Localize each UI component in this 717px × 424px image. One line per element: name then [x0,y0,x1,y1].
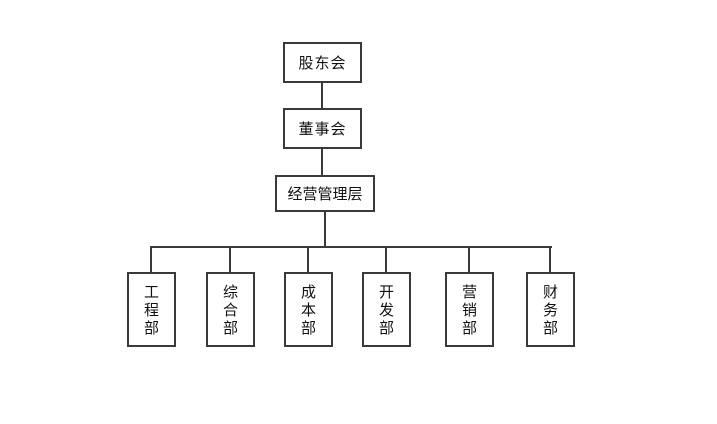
connector-board-management [321,149,323,175]
node-management[interactable]: 经营管理层 [275,175,375,212]
node-management-label: 经营管理层 [287,185,363,203]
node-board-label: 董事会 [298,120,347,138]
node-department-engineering[interactable]: 工 程 部 [127,272,176,347]
char: 合 [222,300,238,319]
char: 部 [378,319,394,338]
char: 本 [300,300,316,319]
connector-management-bus [324,212,326,247]
char: 发 [378,300,394,319]
connector-horizontal-bus [151,246,552,248]
node-department-development[interactable]: 开 发 部 [362,272,411,347]
node-board[interactable]: 董事会 [283,108,362,149]
connector-drop-marketing [468,246,470,272]
node-department-finance-label: 财 务 部 [543,283,558,338]
char: 务 [542,300,558,319]
char: 部 [143,319,159,338]
connector-drop-engineering [150,246,152,272]
node-department-general-affairs[interactable]: 综 合 部 [206,272,255,347]
node-department-development-label: 开 发 部 [379,283,394,338]
char: 部 [300,319,316,338]
connector-drop-development [385,246,387,272]
connector-drop-cost [307,246,309,272]
node-shareholders-label: 股东会 [298,54,347,72]
char: 工 [143,282,159,301]
node-department-marketing[interactable]: 营 销 部 [445,272,494,347]
char: 部 [461,319,477,338]
char: 程 [143,300,159,319]
connector-shareholders-board [321,83,323,108]
char: 部 [542,319,558,338]
char: 成 [300,282,316,301]
node-department-general-affairs-label: 综 合 部 [223,283,238,338]
char: 综 [222,282,238,301]
connector-drop-general-affairs [229,246,231,272]
node-department-cost[interactable]: 成 本 部 [284,272,333,347]
node-department-finance[interactable]: 财 务 部 [526,272,575,347]
node-shareholders[interactable]: 股东会 [283,42,362,83]
char: 部 [222,319,238,338]
connector-drop-finance [549,246,551,272]
char: 营 [461,282,477,301]
node-department-engineering-label: 工 程 部 [144,283,159,338]
char: 开 [378,282,394,301]
node-department-marketing-label: 营 销 部 [462,283,477,338]
char: 销 [461,300,477,319]
node-department-cost-label: 成 本 部 [301,283,316,338]
char: 财 [542,282,558,301]
